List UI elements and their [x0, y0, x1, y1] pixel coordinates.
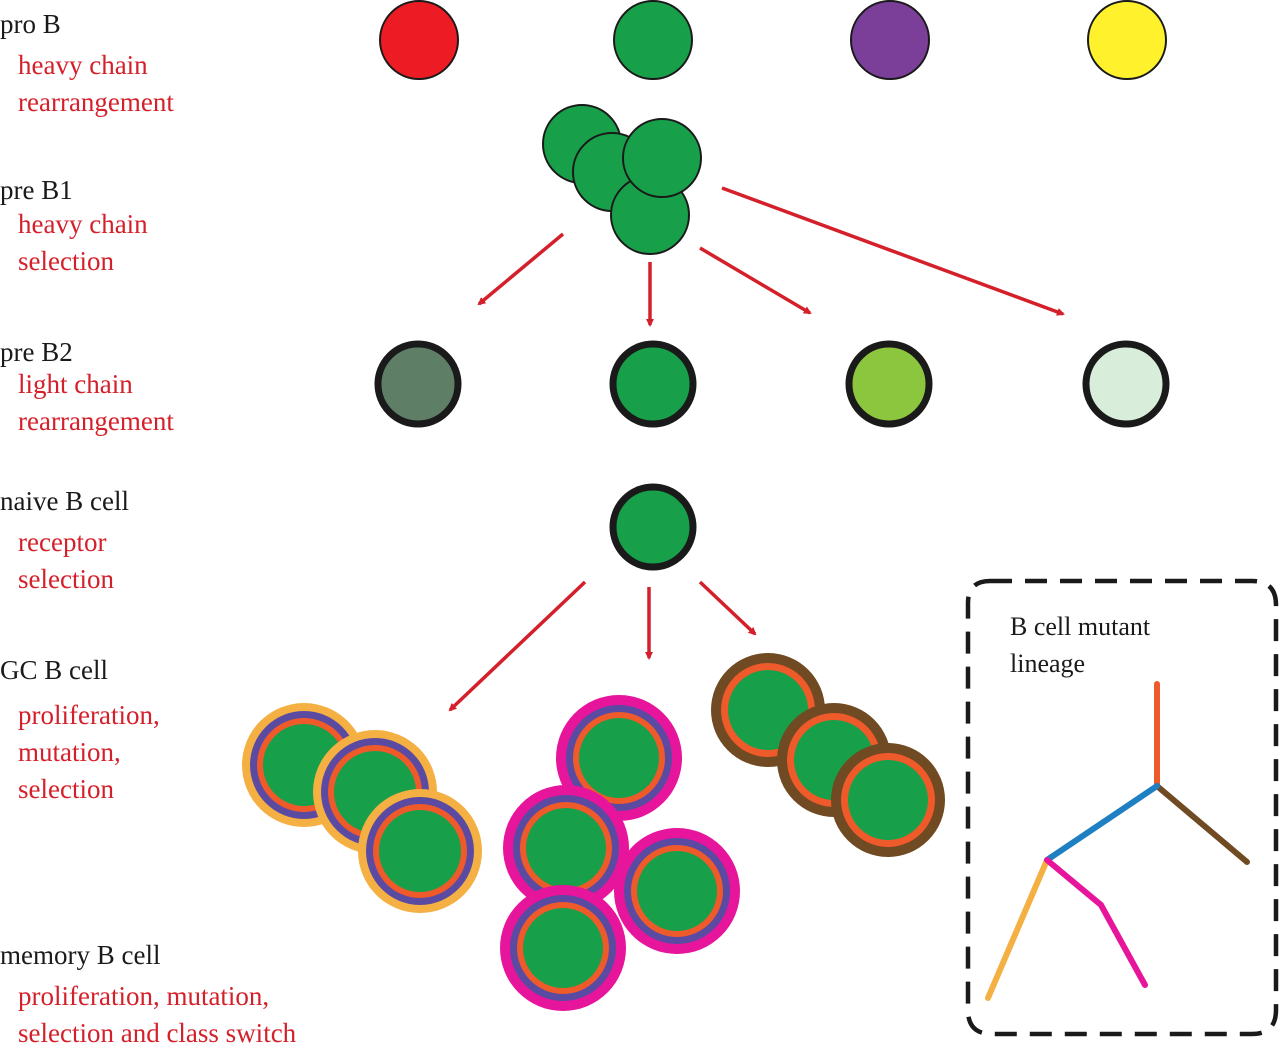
stage-name: pre B2 — [0, 337, 73, 367]
process-line: heavy chain — [18, 50, 148, 80]
process-line: receptor — [18, 527, 106, 557]
arrow — [448, 580, 587, 712]
gc-cell-core — [637, 851, 717, 931]
gc-cell-core — [379, 810, 461, 892]
gc-cell — [831, 743, 945, 857]
stage-memory-b-cell: memory B cell proliferation, mutation, s… — [0, 940, 297, 1048]
tree-branch-magenta — [1044, 857, 1148, 988]
naive-b-cell — [609, 483, 697, 571]
pro-b-cell-red — [379, 0, 459, 80]
process-line: heavy chain — [18, 209, 148, 239]
process-line: selection — [18, 774, 114, 804]
gc-cluster-middle — [500, 695, 740, 1011]
process-line: rearrangement — [18, 87, 174, 117]
process-line: rearrangement — [18, 406, 174, 436]
inset-title-line: B cell mutant — [1010, 612, 1151, 641]
gc-cluster-left — [242, 703, 482, 913]
stage-name: pro B — [0, 9, 61, 39]
stage-labels: pro B heavy chain rearrangement pre B1 h… — [0, 9, 297, 1048]
pre-b2-cell-green — [609, 340, 697, 428]
gc-cell — [503, 785, 629, 911]
arrow — [698, 580, 757, 636]
pre-b2-cells — [374, 340, 1170, 428]
gc-cell-core — [523, 908, 603, 988]
gc-cell-core — [526, 808, 606, 888]
inset-dashed-border — [965, 578, 1279, 1037]
process-line: proliferation, mutation, — [18, 981, 269, 1011]
pro-b-cells — [379, 0, 1167, 80]
pro-b-cell-purple — [850, 0, 930, 80]
mutant-lineage-inset: B cell mutant lineage — [965, 578, 1279, 1037]
stage-gc-b-cell: GC B cell proliferation, mutation, selec… — [0, 655, 160, 804]
lineage-tree — [985, 681, 1250, 1001]
gc-cluster-right — [711, 653, 945, 857]
pro-b-cell-green — [613, 0, 693, 80]
pre-b2-cell-gray-green — [374, 340, 462, 428]
tree-branch-brown — [1154, 783, 1250, 865]
pre-b1-cluster — [542, 104, 702, 255]
gc-cell — [500, 885, 626, 1011]
pre-b1-cell — [622, 118, 702, 198]
stage-pre-b2: pre B2 light chain rearrangement — [0, 337, 174, 436]
stage-pre-b1: pre B1 heavy chain selection — [0, 175, 148, 276]
arrow — [699, 246, 812, 315]
process-line: selection — [18, 564, 114, 594]
gc-cell-core — [848, 760, 928, 840]
arrow — [477, 232, 565, 306]
stage-name: memory B cell — [0, 940, 160, 970]
stage-name: GC B cell — [0, 655, 108, 685]
stage-pro-b: pro B heavy chain rearrangement — [0, 9, 174, 117]
gc-cell — [614, 828, 740, 954]
gc-cell-core — [579, 718, 659, 798]
arrow — [721, 186, 1065, 316]
stage-name: naive B cell — [0, 486, 129, 516]
process-line: light chain — [18, 369, 133, 399]
inset-title-line: lineage — [1010, 649, 1085, 678]
pro-b-cell-yellow — [1087, 0, 1167, 80]
process-line: proliferation, — [18, 700, 160, 730]
pre-b2-cell-lime — [845, 340, 933, 428]
process-line: selection — [18, 246, 114, 276]
stage-name: pre B1 — [0, 175, 73, 205]
process-line: mutation, — [18, 737, 121, 767]
pre-b1-arrows — [477, 186, 1065, 327]
stage-naive-b-cell: naive B cell receptor selection — [0, 486, 129, 594]
pre-b2-cell-pale — [1082, 340, 1170, 428]
tree-branch-yellow — [985, 857, 1050, 1001]
process-line: selection and class switch — [18, 1018, 297, 1048]
naive-arrows — [448, 580, 757, 712]
gc-cell — [358, 789, 482, 913]
tree-branch-blue — [1044, 783, 1160, 863]
